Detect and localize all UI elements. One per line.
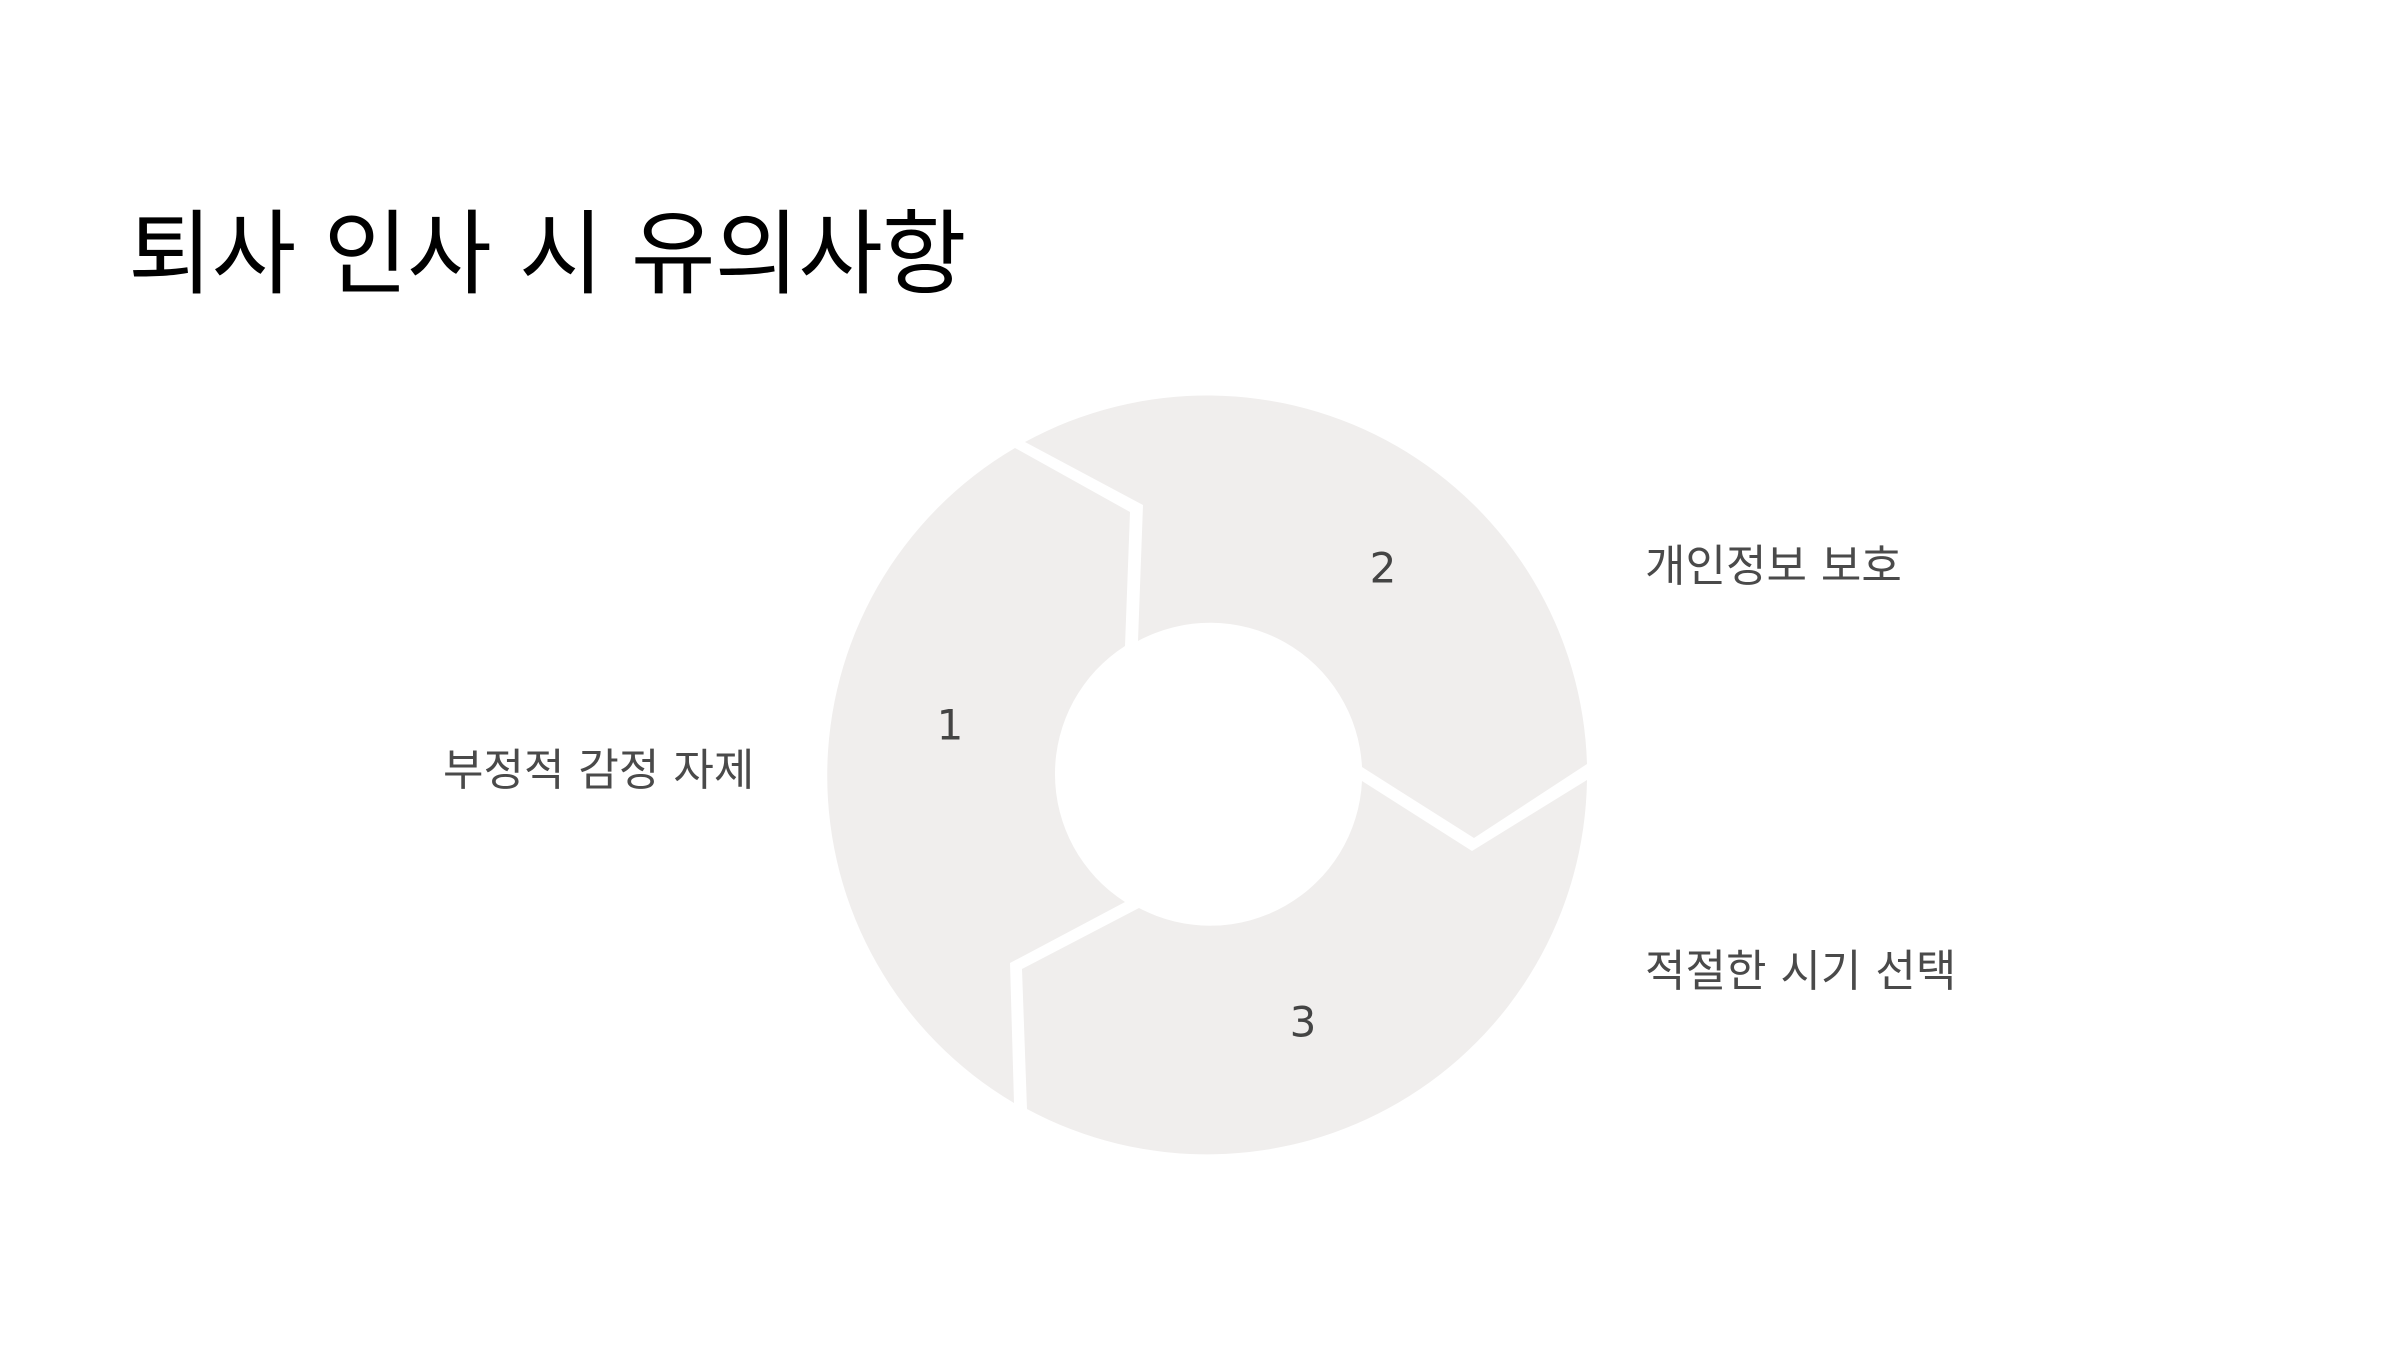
step-number-2: 2 <box>1370 544 1397 593</box>
step-label-1: 부정적 감정 자제 <box>443 745 755 796</box>
step-label-3: 적절한 시기 선택 <box>1645 946 1957 997</box>
cycle-segment-2 <box>1025 395 1587 838</box>
cycle-segment-1 <box>827 448 1130 1103</box>
step-number-3: 3 <box>1290 998 1317 1047</box>
slide-title: 퇴사 인사 시 유의사항 <box>128 201 966 308</box>
cycle-segment-3 <box>1022 780 1587 1155</box>
step-label-2: 개인정보 보호 <box>1645 541 1902 592</box>
step-number-1: 1 <box>937 701 964 750</box>
